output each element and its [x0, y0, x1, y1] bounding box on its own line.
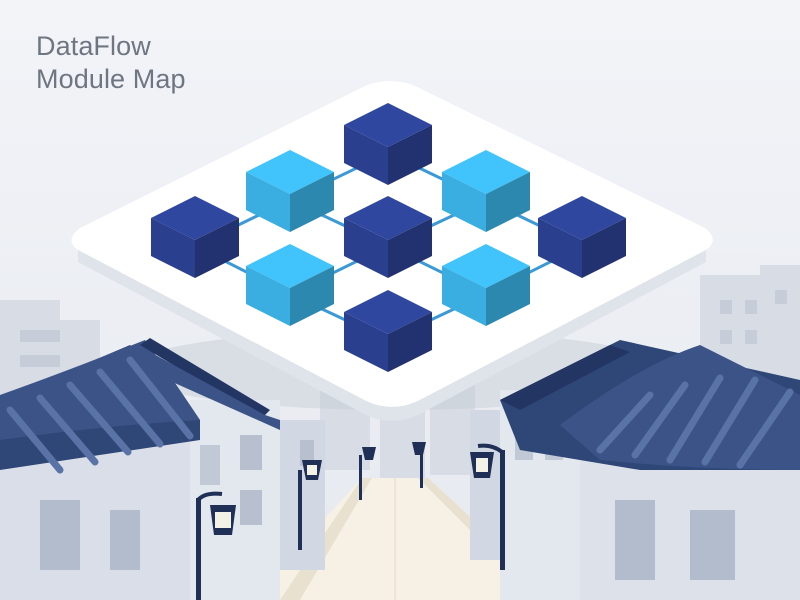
module-cube-icon: [246, 244, 334, 326]
module-cube-icon: [344, 196, 432, 278]
module-cube-icon: [344, 290, 432, 372]
left-buildings: [0, 400, 325, 600]
page-title: DataFlow Module Map: [36, 30, 186, 96]
module-grid: [151, 103, 626, 372]
street-lamp-icon: [298, 460, 322, 550]
module-cube-icon: [344, 103, 432, 185]
left-roof: [0, 338, 280, 474]
module-cube-icon: [538, 196, 626, 278]
distant-windows: [20, 290, 787, 367]
module-cube-icon: [442, 244, 530, 326]
street-lamp-icon: [359, 447, 376, 500]
module-cube-icon: [442, 150, 530, 232]
title-line-2: Module Map: [36, 64, 186, 94]
title-line-1: DataFlow: [36, 31, 151, 61]
module-cube-icon: [246, 150, 334, 232]
street: [250, 478, 560, 600]
street-lamp-icon: [470, 443, 505, 570]
street-lamp-icon: [412, 442, 426, 488]
street-lamp-icon: [196, 491, 236, 600]
module-cube-icon: [151, 196, 239, 278]
right-roof: [500, 340, 800, 470]
